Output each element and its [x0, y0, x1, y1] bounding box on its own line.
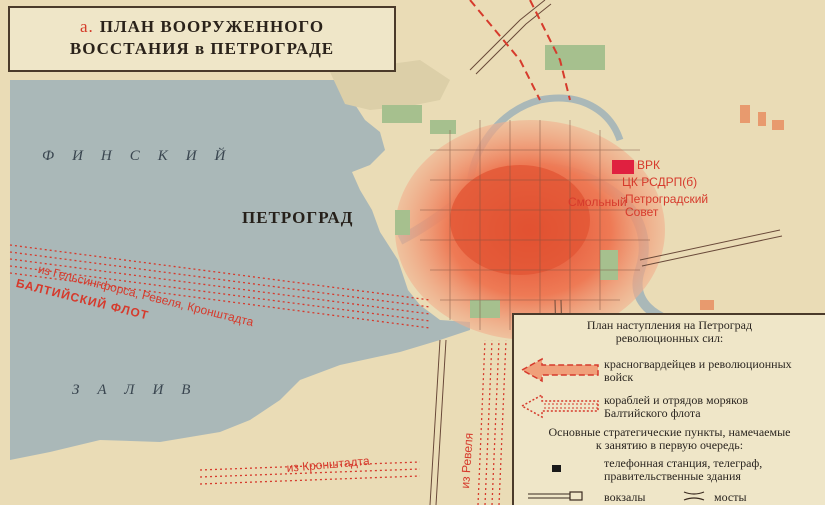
map-title-prefix: а.	[79, 17, 94, 36]
map-title-text-1: ПЛАН ВООРУЖЕННОГО	[99, 17, 325, 36]
map-title-line-1: а. ПЛАН ВООРУЖЕННОГО	[10, 16, 394, 38]
label-vrk: ВРК	[637, 158, 660, 172]
street-grid	[420, 120, 650, 330]
legend-bridges-text: мосты	[714, 490, 747, 504]
map-legend: План наступления на Петроград революцион…	[512, 313, 825, 505]
legend-strategic-line-1: Основные стратегические пункты, намечаем…	[548, 425, 791, 439]
label-smolny: Смольный	[568, 195, 627, 209]
legend-stations-text: вокзалы	[604, 490, 646, 504]
legend-sailors-text: кораблей и отрядов моряков Балтийского ф…	[604, 394, 748, 420]
label-ck-rsdrp: ЦК РСДРП(б)	[622, 175, 698, 189]
legend-redguards-text: красногвардейцев и революционных войск	[604, 358, 792, 384]
legend-redguards-line-1: красногвардейцев и революционных	[604, 357, 792, 371]
legend-strategic-line-2: к занятию в первую очередь:	[595, 438, 744, 452]
north-shore-land	[330, 60, 450, 110]
label-petrograd-soviet: Петроградский Совет	[625, 192, 709, 219]
legend-heading-line-2: революционных сил:	[615, 331, 724, 345]
fleet-route-kronstadt	[199, 461, 421, 485]
suburb-blocks	[700, 105, 784, 310]
legend-bridge-icon	[683, 491, 705, 501]
legend-strategic-heading: Основные стратегические пункты, намечаем…	[514, 426, 825, 452]
fleet-route-helsingfors	[9, 244, 431, 329]
gulf-label-bottom: ЗАЛИВ	[72, 382, 209, 398]
redguard-advance-north	[469, 0, 571, 101]
legend-station-icon	[528, 491, 583, 501]
legend-heading: План наступления на Петроград революцион…	[514, 319, 825, 345]
legend-redguards-line-2: войск	[604, 370, 634, 384]
city-core	[450, 165, 590, 275]
fleet-route-revel	[477, 339, 507, 505]
parks	[382, 45, 618, 318]
legend-points-text: телефонная станция, телеграф, правительс…	[604, 457, 762, 483]
legend-sailors-line-1: кораблей и отрядов моряков	[604, 393, 749, 407]
legend-heading-line-1: План наступления на Петроград	[586, 318, 753, 332]
gulf-label-top: ФИНСКИЙ	[42, 148, 244, 164]
legend-fleet-arrow-icon	[520, 393, 599, 419]
map-title-box: а. ПЛАН ВООРУЖЕННОГО ВОССТАНИЯ в ПЕТРОГРА…	[8, 6, 396, 72]
legend-points-line-2: правительственные здания	[604, 469, 741, 483]
gulf-of-finland-water	[10, 80, 470, 460]
legend-points-line-1: телефонная станция, телеграф,	[604, 456, 763, 470]
legend-points-square-icon	[552, 465, 561, 472]
city-label-petrograd: ПЕТРОГРАД	[242, 208, 354, 227]
map-title-line-2: ВОССТАНИЯ в ПЕТРОГРАДЕ	[69, 39, 335, 58]
legend-sailors-line-2: Балтийского флота	[604, 406, 701, 420]
smolny-hq-marker	[612, 160, 634, 174]
legend-redguard-arrow-icon	[520, 357, 599, 383]
